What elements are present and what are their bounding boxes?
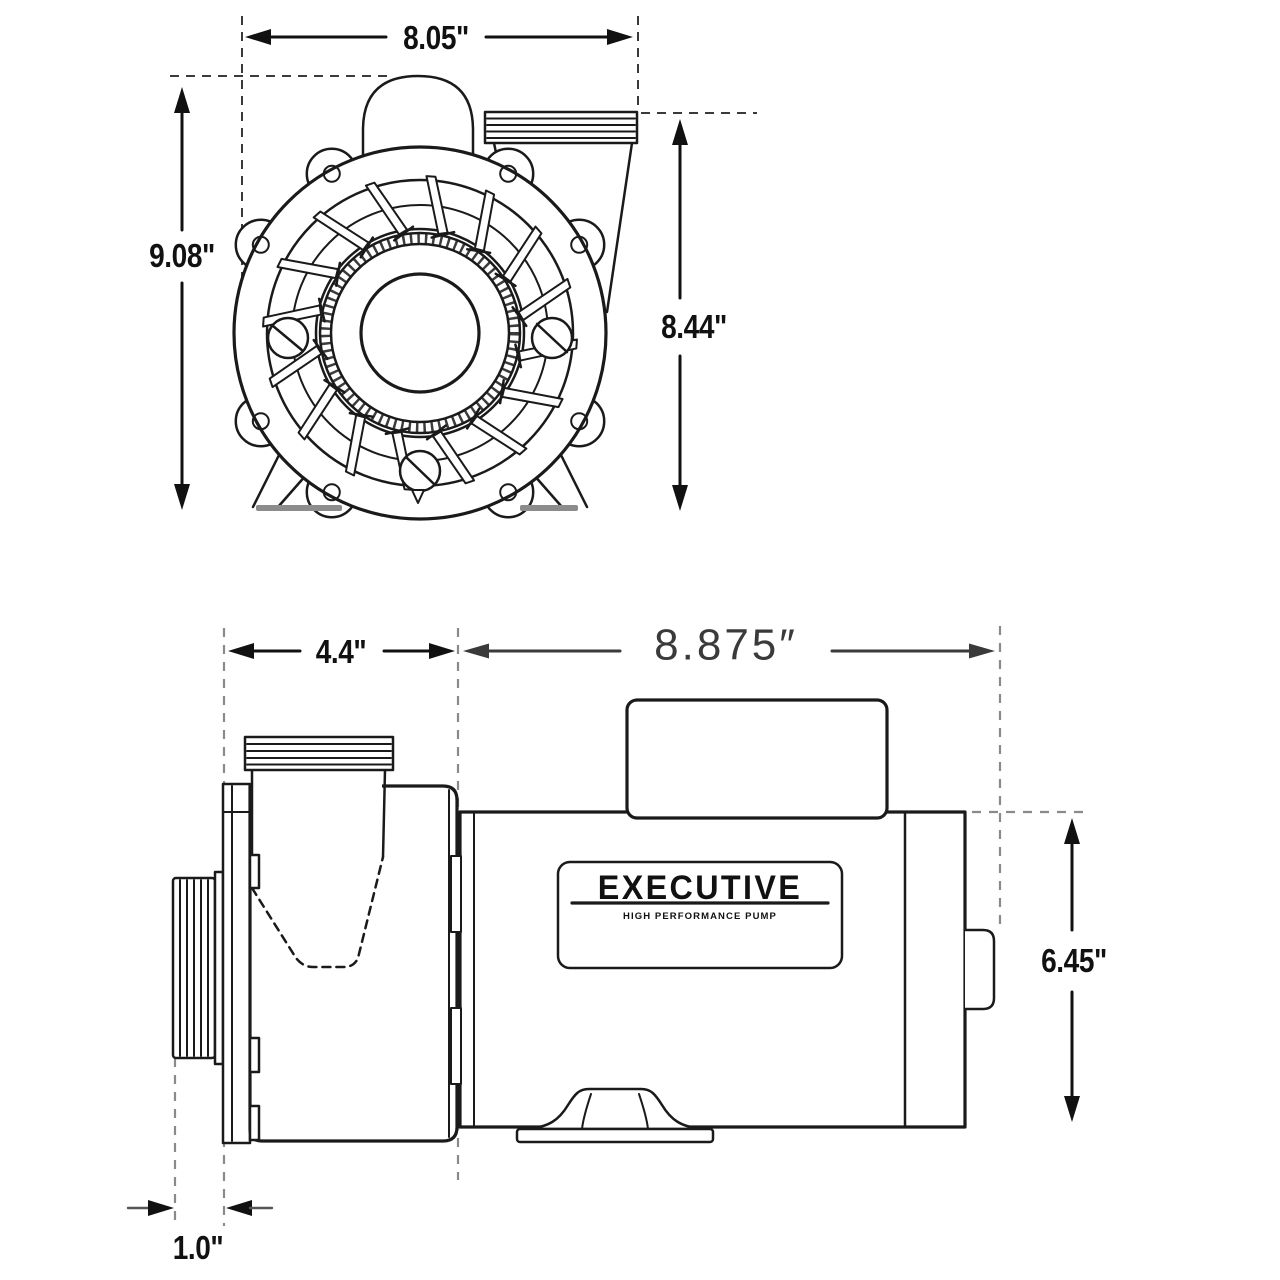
dim-motor-height: 6.45" (1041, 818, 1107, 1122)
dim-front-height-overall: 9.08" (149, 87, 215, 510)
dim-front-height-discharge-label: 8.44" (661, 309, 727, 346)
base-shadow-left (256, 505, 342, 511)
motor-body (458, 810, 967, 1129)
junction-box (625, 698, 889, 820)
motor-label-text: EXECUTIVE (598, 869, 802, 907)
dim-front-width-label: 8.05" (403, 20, 469, 57)
suction-bore (359, 272, 481, 394)
volute-funnel-hidden (250, 855, 385, 969)
face-screws (266, 316, 574, 504)
suction-port (171, 870, 225, 1066)
mounting-legs (251, 445, 589, 509)
side-view: EXECUTIVE HIGH PERFORMANCE PUMP 4.4" 8.8… (126, 621, 1107, 1267)
through-bolt-upper (450, 855, 462, 933)
dim-motor-height-label: 6.45" (1041, 943, 1107, 980)
bolt-holes (251, 164, 589, 502)
conduit-tab (965, 928, 996, 1011)
dim-front-width: 8.05" (245, 20, 633, 57)
through-bolt-lower (450, 1007, 462, 1085)
clamp-plate (221, 782, 252, 1145)
motor-sublabel-text: HIGH PERFORMANCE PUMP (623, 911, 777, 922)
drain-pointer (411, 489, 425, 504)
dim-suction-extension-label: 1.0" (173, 1230, 224, 1267)
dim-motor-length-label: 8.875″ (654, 621, 798, 670)
dim-front-height-discharge: 8.44" (661, 119, 727, 511)
dim-motor-length: 8.875″ (463, 621, 995, 670)
discharge-port-side (243, 735, 395, 969)
dim-wet-end-width-label: 4.4" (316, 634, 367, 671)
motor-label-plate: EXECUTIVE HIGH PERFORMANCE PUMP (556, 860, 844, 970)
dim-suction-extension: 1.0" (126, 1200, 274, 1267)
base-shadow-right (520, 505, 578, 511)
front-view: 8.05" 9.08" 8.44" (149, 16, 757, 521)
clamp-tabs (248, 853, 261, 1142)
dim-wet-end-width: 4.4" (228, 634, 455, 671)
seal-ring (318, 231, 522, 435)
dim-front-height-overall-label: 9.08" (149, 238, 215, 275)
discharge-port-front (483, 110, 639, 314)
mounting-foot (515, 1087, 715, 1144)
